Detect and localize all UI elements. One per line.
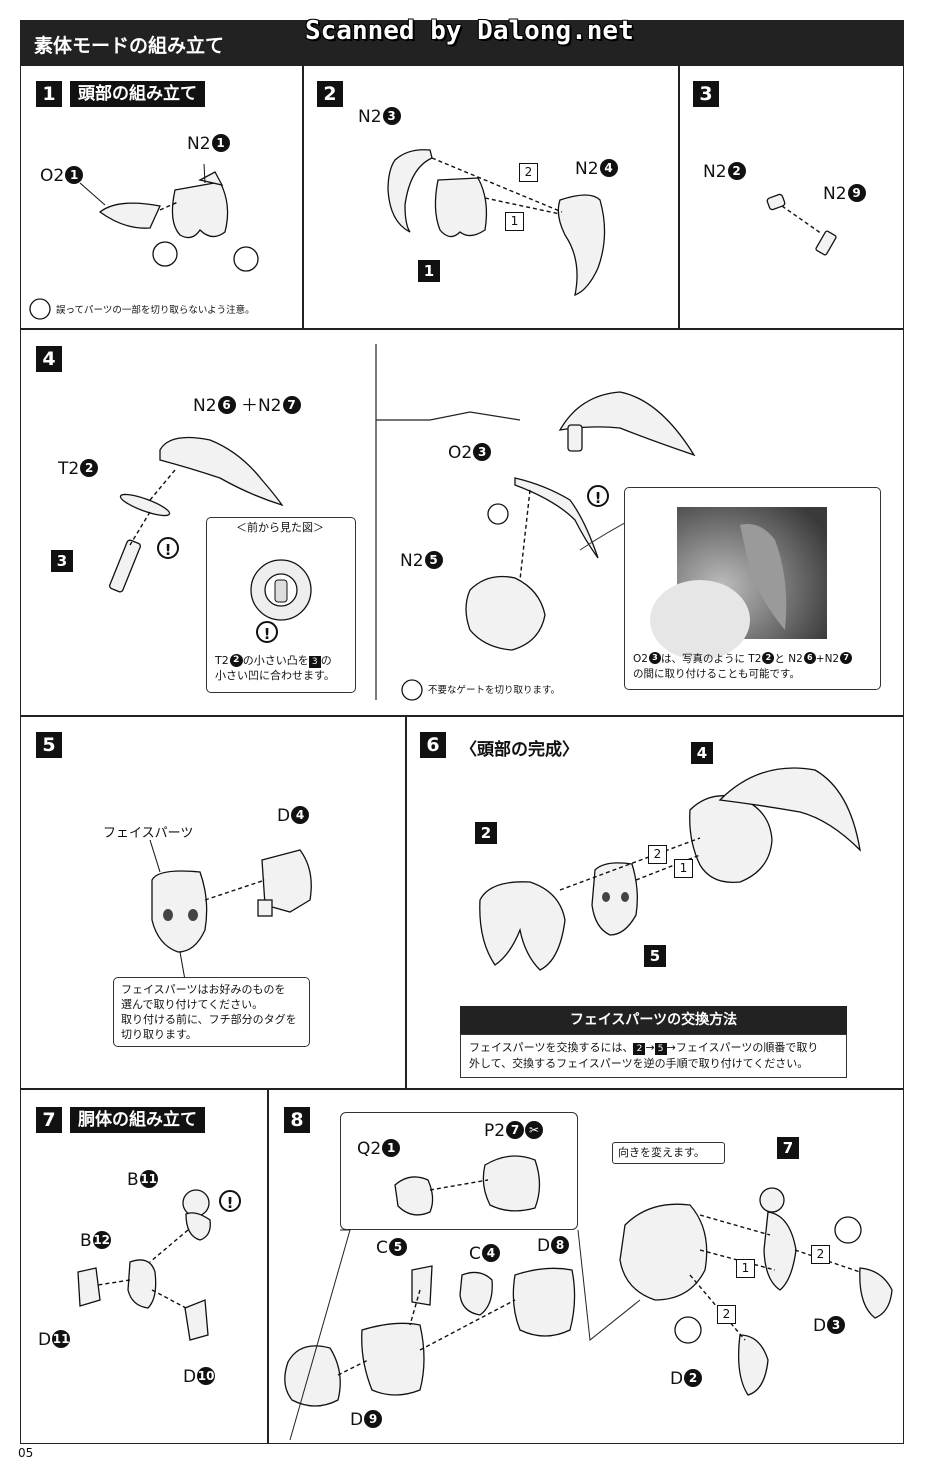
- order-marker: 1: [674, 859, 693, 878]
- step-8-number: 8: [284, 1107, 310, 1133]
- divider: [20, 328, 904, 330]
- gate-note: 不要なゲートを切り取ります。: [428, 685, 561, 696]
- step-6-number: 6: [420, 732, 446, 758]
- face-note: フェイスパーツはお好みのものを選んで取り付けてください。取り付ける前に、フチ部分…: [121, 983, 297, 1041]
- caution-icon: !: [587, 485, 609, 507]
- step-reference: 1: [418, 260, 440, 282]
- turn-note-box: [612, 1142, 725, 1164]
- step-3-number: 3: [693, 81, 719, 107]
- front-view-title: ＜前から見た図＞: [236, 521, 324, 534]
- step-5-number: 5: [36, 732, 62, 758]
- order-marker: 2: [717, 1305, 736, 1324]
- step-6-title: 〈頭部の完成〉: [460, 740, 579, 760]
- swap-note: フェイスパーツを交換するには、2→5→フェイスパーツの順番で取り外して、交換する…: [469, 1041, 819, 1070]
- step-7-title: 胴体の組み立て: [70, 1107, 205, 1133]
- step-reference: 3: [51, 550, 73, 572]
- caution-icon: !: [219, 1190, 241, 1212]
- header-bar: [20, 20, 904, 66]
- step-7-number: 7: [36, 1107, 62, 1133]
- divider: [20, 715, 904, 717]
- step-reference: 5: [644, 945, 666, 967]
- caution-icon: !: [256, 621, 278, 643]
- order-marker: 2: [811, 1245, 830, 1264]
- step-1-number: 1: [36, 81, 62, 107]
- step-4-number: 4: [36, 346, 62, 372]
- order-marker: 1: [736, 1259, 755, 1278]
- step-reference: 2: [475, 822, 497, 844]
- face-note-box: [113, 977, 310, 1047]
- order-marker: 1: [505, 212, 524, 231]
- divider: [267, 1088, 269, 1444]
- face-parts-label: フェイスパーツ: [103, 826, 194, 841]
- page-title: 素体モードの組み立て: [34, 35, 225, 57]
- order-marker: 2: [519, 163, 538, 182]
- swap-title: フェイスパーツの交換方法: [460, 1006, 847, 1034]
- step-1-note: 誤ってパーツの一部を切り取らないよう注意。: [56, 305, 255, 316]
- divider: [678, 66, 680, 328]
- divider: [20, 1088, 904, 1090]
- step-reference: 7: [777, 1137, 799, 1159]
- order-marker: 2: [648, 845, 667, 864]
- page-number: 05: [18, 1446, 34, 1460]
- step-reference: 4: [691, 742, 713, 764]
- divider: [405, 715, 407, 1088]
- swap-box: [460, 1034, 847, 1078]
- watermark: Scanned by Dalong.net: [305, 16, 634, 46]
- turn-note: 向きを変えます。: [618, 1146, 705, 1159]
- divider: [302, 66, 304, 328]
- caution-icon: !: [157, 537, 179, 559]
- step-2-number: 2: [317, 81, 343, 107]
- step-1-title: 頭部の組み立て: [70, 81, 205, 107]
